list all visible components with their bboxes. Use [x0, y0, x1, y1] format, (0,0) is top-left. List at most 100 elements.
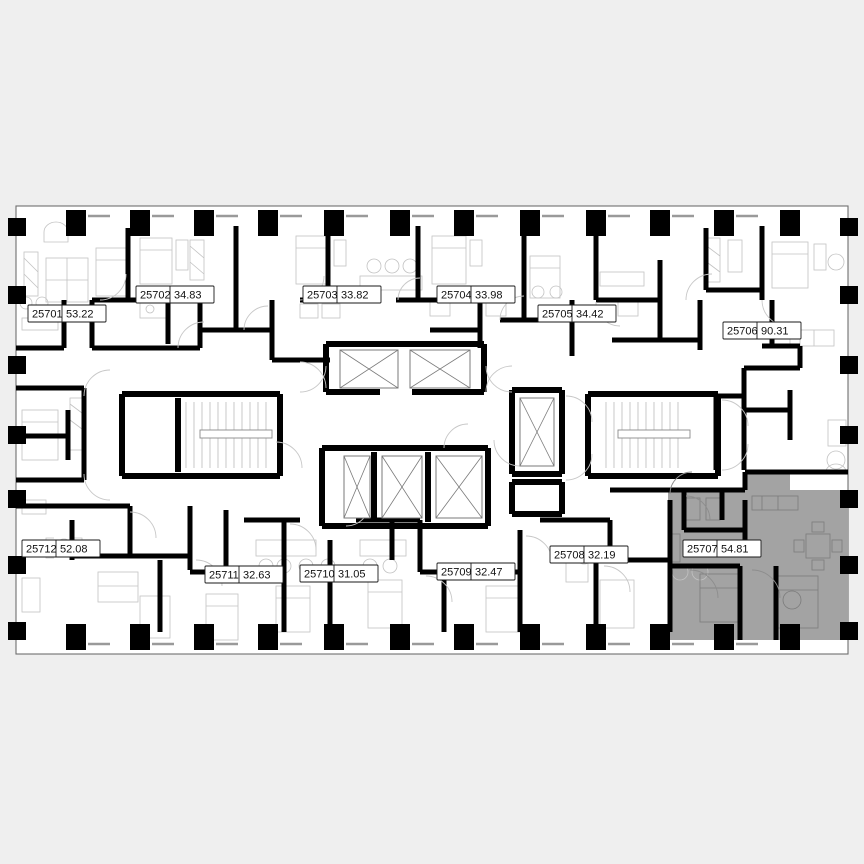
door-swing — [99, 273, 127, 301]
stair-handrail — [199, 429, 273, 439]
column — [714, 624, 734, 650]
stair-handrail — [617, 429, 691, 439]
unit-label-25712[interactable]: 25712 52.08 — [21, 539, 101, 558]
unit-label-layer[interactable]: 25701 53.22 25702 34.83 25703 33.82 — [21, 285, 802, 584]
unit-area: 54.81 — [721, 543, 749, 555]
furniture-round-table — [827, 253, 845, 271]
unit-id: 25707 — [687, 543, 718, 555]
furniture-round-table — [826, 450, 846, 470]
furniture-drain — [145, 304, 155, 314]
column — [840, 556, 858, 574]
column — [258, 624, 278, 650]
column — [454, 624, 474, 650]
column — [520, 624, 540, 650]
column — [390, 210, 410, 236]
unit-label-25708[interactable]: 25708 32.19 — [549, 545, 629, 564]
door-swing — [669, 471, 693, 495]
unit-label-25706[interactable]: 25706 90.31 — [722, 321, 802, 340]
door-swing — [397, 277, 421, 301]
column — [8, 622, 26, 640]
furniture-kitchen-counter — [359, 539, 407, 557]
unit-label-25703[interactable]: 25703 33.82 — [302, 285, 382, 304]
door-swing — [685, 273, 713, 301]
door-swing — [275, 441, 303, 469]
door-swing — [299, 361, 327, 389]
shaft-cross — [409, 349, 471, 389]
unit-area: 34.42 — [576, 308, 604, 320]
shaft-cross — [339, 349, 399, 389]
unit-label-25701[interactable]: 25701 53.22 — [27, 304, 107, 323]
furniture-round-table — [366, 258, 382, 274]
unit-area: 52.08 — [60, 543, 88, 555]
unit-id: 25705 — [542, 308, 573, 320]
column — [8, 556, 26, 574]
unit-area: 31.05 — [338, 568, 366, 580]
column — [390, 624, 410, 650]
furniture-chair — [811, 521, 825, 533]
furniture-layer — [19, 221, 847, 641]
column — [194, 210, 214, 236]
column — [650, 210, 670, 236]
furniture-round-table — [782, 590, 802, 610]
furniture-appliance — [321, 303, 341, 319]
column — [66, 210, 86, 236]
column — [840, 218, 858, 236]
unit-id: 25704 — [441, 289, 472, 301]
furniture-chair — [793, 539, 805, 553]
unit-label-25711[interactable]: 25711 32.63 — [204, 565, 284, 584]
unit-id: 25703 — [307, 289, 338, 301]
unit-label-25710[interactable]: 25710 31.05 — [299, 564, 379, 583]
unit-id: 25711 — [209, 569, 239, 581]
unit-area: 32.19 — [588, 549, 616, 561]
unit-area: 53.22 — [66, 308, 94, 320]
unit-label-box — [682, 539, 762, 558]
unit-area: 34.83 — [174, 289, 202, 301]
door-swing — [299, 365, 327, 393]
unit-label-25704[interactable]: 25704 33.98 — [436, 285, 516, 304]
column — [520, 210, 540, 236]
column — [66, 624, 86, 650]
unit-id: 25702 — [140, 289, 171, 301]
column — [130, 624, 150, 650]
unit-label-box — [549, 545, 629, 564]
door-swing — [83, 369, 111, 397]
unit-label-25707[interactable]: 25707 54.81 — [682, 539, 762, 558]
furniture-bed — [367, 579, 403, 629]
furniture-kitchen-counter — [599, 271, 645, 287]
column — [780, 624, 800, 650]
shaft-cross — [435, 455, 483, 519]
furniture-dining-table — [805, 533, 831, 559]
unit-label-25702[interactable]: 25702 34.83 — [135, 285, 215, 304]
unit-label-box — [302, 285, 382, 304]
column — [454, 210, 474, 236]
furniture-chair — [811, 559, 825, 571]
door-swing — [751, 569, 781, 599]
furniture-bed — [771, 241, 809, 289]
door-swing — [177, 321, 205, 349]
unit-id: 25708 — [554, 549, 585, 561]
door-swing — [689, 569, 719, 599]
door-swing — [685, 495, 711, 521]
column — [586, 210, 606, 236]
furniture-stool — [549, 285, 563, 299]
column — [650, 624, 670, 650]
unit-label-25709[interactable]: 25709 32.47 — [436, 562, 516, 581]
furniture-kitchen-counter — [359, 275, 423, 291]
shaft-cross — [343, 455, 371, 519]
column — [130, 210, 150, 236]
unit-area: 90.31 — [761, 325, 789, 337]
unit-id: 25709 — [441, 566, 472, 578]
door-swing — [493, 439, 521, 467]
column — [840, 622, 858, 640]
unit-label-box — [436, 562, 516, 581]
column — [780, 210, 800, 236]
unit-25707-walls — [668, 469, 848, 640]
column — [840, 490, 858, 508]
furniture-bed — [529, 255, 561, 299]
furniture-nightstand — [469, 239, 483, 267]
unit-area: 33.98 — [475, 289, 503, 301]
unit-label-25705[interactable]: 25705 34.42 — [537, 304, 617, 323]
